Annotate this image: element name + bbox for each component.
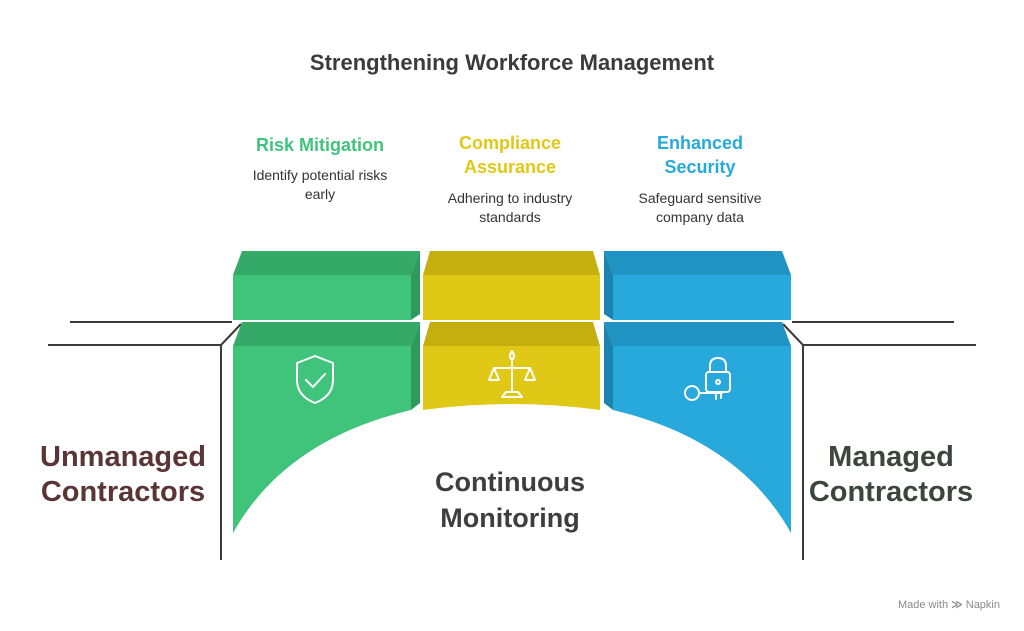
credit-text: Made with (897, 599, 949, 611)
pillar-title-line: Security (664, 157, 736, 177)
pillar-title-risk-mitigation: Risk Mitigation (220, 133, 420, 157)
pillar-title-compliance-assurance: Compliance Assurance (410, 131, 610, 179)
arch-block-face-top (233, 322, 420, 346)
arch-block-face-front (233, 346, 411, 533)
left-label-unmanaged-contractors: Unmanaged Contractors (38, 440, 208, 510)
right-label-managed-contractors: Managed Contractors (806, 440, 976, 510)
arch-block-face-front (613, 346, 791, 533)
top-block-face-front (423, 275, 600, 320)
shield-check-icon (296, 355, 334, 404)
top-block-yellow (423, 251, 600, 320)
page-title: Strengthening Workforce Management (309, 50, 715, 75)
arch-block-green (233, 322, 420, 533)
pillar-desc-line: Identify potential risks (252, 167, 388, 183)
arch-block-face-top (604, 322, 791, 346)
ground-edge-right (782, 323, 804, 346)
arch-block-face-top (423, 322, 600, 346)
pillar-desc-line: company data (656, 209, 744, 225)
top-block-face-top (233, 251, 420, 275)
left-label-line: Contractors (40, 476, 206, 508)
pillar-desc-line: Adhering to industry (447, 190, 573, 206)
top-block-blue (604, 251, 791, 320)
pillar-title-line: Enhanced (656, 133, 744, 153)
top-block-face-top (423, 251, 600, 275)
center-label-line: Monitoring (440, 503, 580, 533)
pillar-desc-line: standards (479, 209, 541, 225)
top-block-face-front (613, 275, 791, 320)
top-block-face-side (411, 251, 420, 320)
pillar-title-line: Risk Mitigation (255, 135, 384, 155)
top-block-face-side (604, 251, 613, 320)
pillar-desc-line: early (304, 186, 336, 202)
center-label-line: Continuous (435, 467, 585, 497)
arch-block-face-side (604, 322, 613, 410)
pillar-title-line: Assurance (463, 157, 557, 177)
left-label-line: Unmanaged (40, 441, 206, 473)
pillar-desc-compliance-assurance: Adhering to industry standards (410, 189, 610, 227)
ground-lines (48, 321, 976, 560)
ground-edge-left (220, 323, 242, 346)
arch-block-face-side (411, 322, 420, 410)
pillar-desc-enhanced-security: Safeguard sensitive company data (600, 189, 800, 227)
made-with-credit: Made with ≫ Napkin (898, 598, 1000, 611)
pillar-title-line: Compliance (458, 133, 562, 153)
arch-block-blue (604, 322, 791, 533)
top-block-green (233, 251, 420, 320)
credit-brand: Napkin (965, 599, 1000, 611)
top-block-face-top (604, 251, 791, 275)
scales-icon (488, 350, 536, 398)
top-block-face-front (233, 275, 411, 320)
right-label-line: Managed (828, 441, 954, 473)
lock-key-icon (684, 357, 731, 401)
pillar-desc-risk-mitigation: Identify potential risks early (220, 166, 420, 204)
pillar-desc-line: Safeguard sensitive (638, 190, 762, 206)
napkin-logo-icon: ≫ (951, 599, 963, 611)
center-label-continuous-monitoring: Continuous Monitoring (400, 464, 620, 536)
pillar-title-enhanced-security: Enhanced Security (600, 131, 800, 179)
right-label-line: Contractors (808, 476, 974, 508)
